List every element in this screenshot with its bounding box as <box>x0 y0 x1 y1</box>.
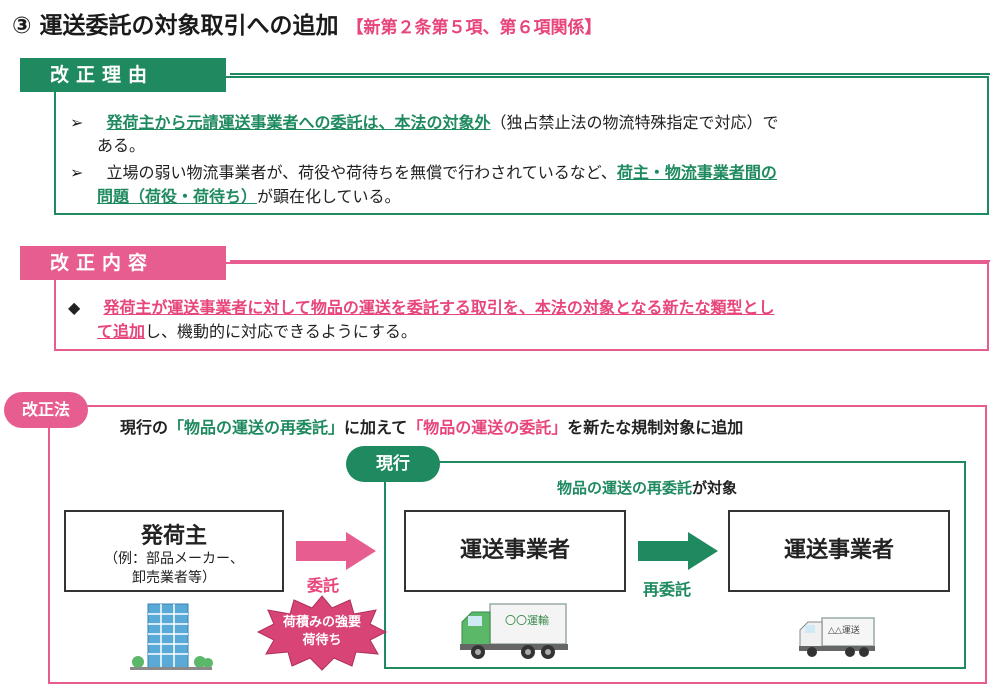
arrow-subcontract-label: 再委託 <box>643 580 692 599</box>
reason-bullet-1-cont: ある。 <box>97 136 146 155</box>
shipper-example-1: （例：部品メーカー、 <box>104 551 244 567</box>
reason-bullet-2-post: が顕在化している。 <box>257 187 401 206</box>
reason-bullet-1: ➢ 発荷主から元請運送事業者への委託は、本法の対象外（独占禁止法の物流特殊指定で… <box>70 111 779 135</box>
content-bullet-cont: て追加し、機動的に対応できるようにする。 <box>97 320 417 344</box>
content-bullet-post: し、機動的に対応できるようにする。 <box>145 322 417 341</box>
arrow-contract-label: 委託 <box>307 576 340 595</box>
content-bullet-emphasis: 発荷主が運送事業者に対して物品の運送を委託する取引を、本法の対象となる新たな類型… <box>103 298 775 317</box>
current-caption: 物品の運送の再委託が対象 <box>557 477 737 498</box>
burst-line-2: 荷待ち <box>302 633 342 648</box>
reason-bullet-2-cont: 問題（荷役・荷待ち）が顕在化している。 <box>97 185 401 209</box>
law-headline-pre: 現行の <box>120 418 169 437</box>
law-headline-mid: に加えて <box>344 418 408 437</box>
content-tab: 改正内容 <box>20 246 226 280</box>
title-reference: 【新第２条第５項、第６項関係】 <box>346 18 602 38</box>
current-caption-emphasis: 物品の運送の再委託 <box>557 479 693 497</box>
page-title: ③ 運送委託の対象取引への追加 【新第２条第５項、第６項関係】 <box>12 6 602 40</box>
reason-tab: 改正理由 <box>20 58 226 92</box>
content-rule <box>230 260 990 262</box>
carrier-box-2: 運送事業者 <box>728 510 950 592</box>
current-badge: 現行 <box>346 446 440 482</box>
carrier-box-1: 運送事業者 <box>404 510 626 592</box>
arrow-bullet-icon: ➢ <box>70 113 84 132</box>
diamond-bullet-icon: ◆ <box>68 298 81 317</box>
law-headline: 現行の「物品の運送の再委託」に加えて「物品の運送の委託」を新たな規制対象に追加 <box>120 414 743 438</box>
current-scope-box <box>384 461 966 669</box>
truck-label-1: 〇〇運輸 <box>505 614 549 627</box>
content-bullet-emphasis-cont: て追加 <box>97 322 146 341</box>
small-truck-icon <box>799 617 875 657</box>
reason-box <box>54 76 989 215</box>
burst-text: 荷積みの強要 荷待ち <box>256 614 388 650</box>
law-box <box>48 405 987 684</box>
law-headline-subcontract: 「物品の運送の再委託」 <box>168 418 345 437</box>
title-main: 運送委託の対象取引への追加 <box>39 13 339 39</box>
truck-label-2: △△運送 <box>828 626 860 636</box>
reason-bullet-2-emphasis: 荷主・物流事業者間の <box>616 163 777 182</box>
current-caption-post: が対象 <box>692 479 738 497</box>
truck-icon <box>460 603 568 659</box>
law-headline-contract: 「物品の運送の委託」 <box>407 418 568 437</box>
title-number: ③ <box>12 13 32 39</box>
burst-icon <box>256 595 388 671</box>
arrow-bullet-icon: ➢ <box>70 163 84 182</box>
pink-arrow-icon <box>296 532 376 570</box>
reason-bullet-1-emphasis: 発荷主から元請運送事業者への委託は、本法の対象外 <box>106 113 491 132</box>
reason-bullet-1-rest: （独占禁止法の物流特殊指定で対応）で <box>490 113 779 132</box>
content-box <box>54 262 989 351</box>
shipper-example-2: 卸売業者等） <box>132 570 216 586</box>
building-icon <box>130 603 213 670</box>
reason-bullet-2: ➢ 立場の弱い物流事業者が、荷役や荷待ちを無償で行わされているなど、荷主・物流事… <box>70 161 777 185</box>
shipper-box: 発荷主 （例：部品メーカー、 卸売業者等） <box>64 510 284 592</box>
carrier-name-1: 運送事業者 <box>459 538 570 563</box>
law-badge: 改正法 <box>4 392 88 428</box>
law-headline-post: を新たな規制対象に追加 <box>567 418 744 437</box>
reason-bullet-2-text: 立場の弱い物流事業者が、荷役や荷待ちを無償で行わされているなど、 <box>106 163 617 182</box>
burst-line-1: 荷積みの強要 <box>282 615 361 630</box>
content-bullet: ◆ 発荷主が運送事業者に対して物品の運送を委託する取引を、本法の対象となる新たな… <box>68 296 774 320</box>
green-arrow-icon <box>638 532 718 570</box>
reason-bullet-2-emphasis-cont: 問題（荷役・荷待ち） <box>97 187 258 206</box>
shipper-name: 発荷主 <box>140 524 207 549</box>
carrier-name-2: 運送事業者 <box>783 538 894 563</box>
reason-rule <box>230 73 990 75</box>
